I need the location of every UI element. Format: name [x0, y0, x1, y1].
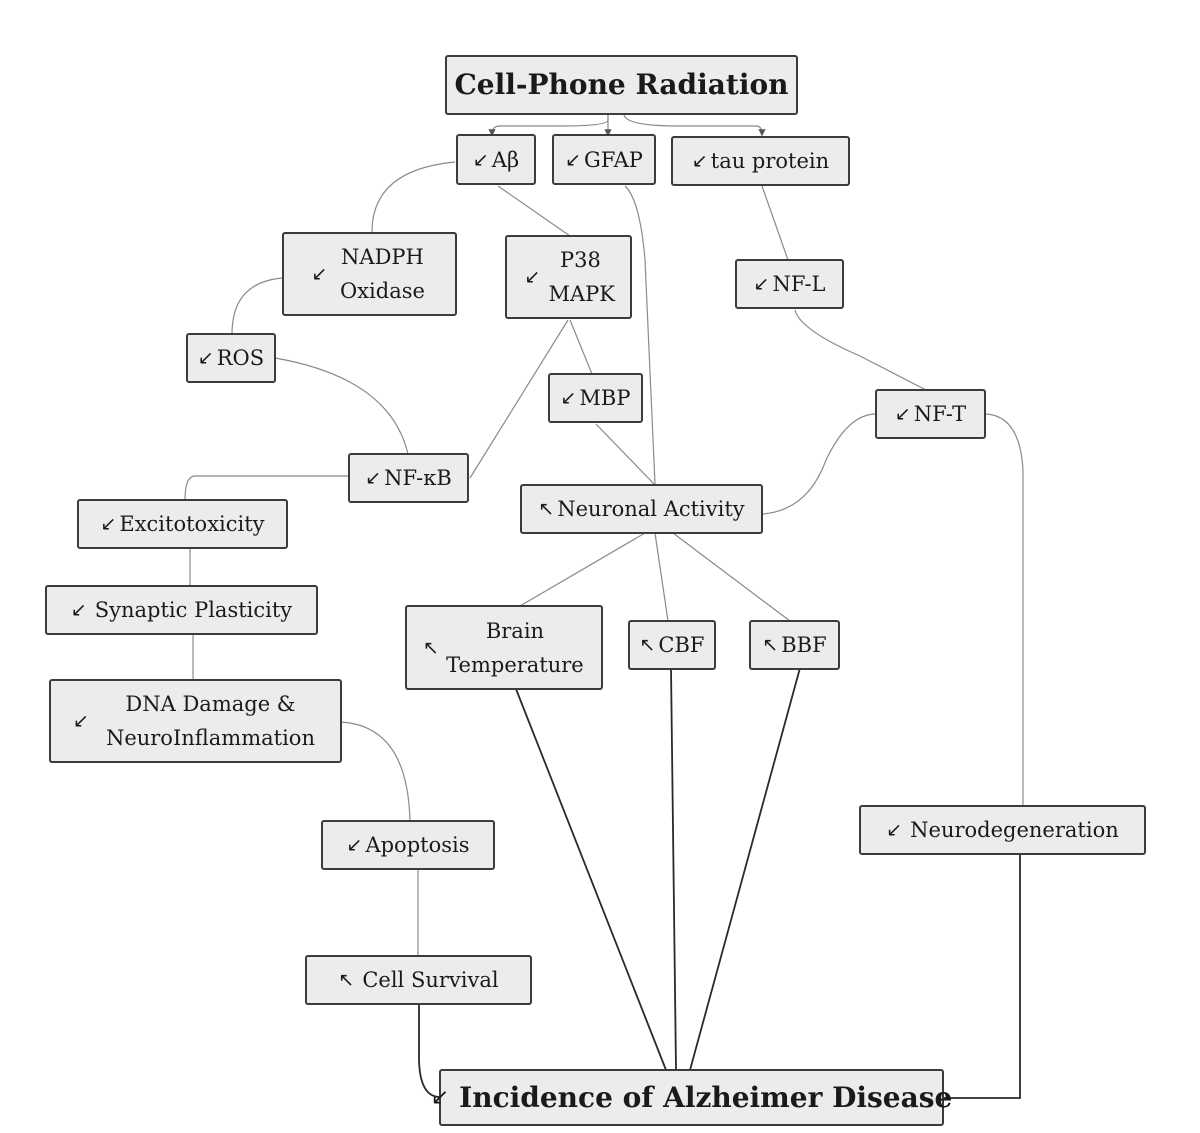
nf-kb-label: NF-κB: [384, 466, 452, 490]
decrease-arrow-icon: ↙: [70, 599, 87, 621]
decrease-arrow-icon: ↙: [472, 148, 489, 171]
apoptosis-node: ↙ Apoptosis: [321, 820, 495, 870]
p38-mapk-node: ↙ P38 MAPK: [505, 235, 632, 319]
nf-t-node: ↙ NF-T: [875, 389, 986, 439]
increase-arrow-icon: ↖: [639, 634, 656, 656]
dna-damage-label: DNA Damage & NeuroInflammation: [105, 692, 315, 750]
decrease-arrow-icon: ↙: [197, 347, 214, 369]
edge-abeta-nadph: [371, 161, 456, 233]
edge-gfap-neuronal: [624, 185, 656, 485]
decrease-arrow-icon: ↙: [346, 834, 363, 856]
neuronal-activity-label: Neuronal Activity: [557, 497, 745, 521]
abeta-node: ↙ Aβ: [456, 134, 536, 185]
edge-ros-nfkb: [274, 357, 409, 455]
decrease-arrow-icon: ↙: [311, 263, 328, 285]
cbf-label: CBF: [658, 633, 705, 657]
brain-temperature-node: ↖ Brain Temperature: [405, 605, 603, 690]
excitotoxicity-node: ↙ Excitotoxicity: [77, 499, 288, 549]
mbp-label: MBP: [579, 386, 631, 410]
increase-arrow-icon: ↖: [423, 636, 439, 659]
bbf-label: BBF: [781, 633, 827, 657]
nf-l-node: ↙ NF-L: [735, 259, 844, 309]
increase-arrow-icon: ↖: [538, 498, 555, 520]
edge-p38-mbp: [569, 319, 593, 375]
alzheimer-incidence-label: Incidence of Alzheimer Disease: [459, 1080, 953, 1114]
cell-survival-node: ↖ Cell Survival: [305, 955, 532, 1005]
tau-protein-node: ↙ tau protein: [671, 136, 850, 186]
gfap-label: GFAP: [584, 147, 643, 172]
edge-neuronal-cbf: [654, 532, 669, 622]
edge-nft-neuronal: [762, 413, 877, 515]
nadph-oxidase-label: NADPH Oxidase: [339, 245, 425, 303]
decrease-arrow-icon: ↙: [886, 819, 903, 841]
decrease-arrow-icon: ↙: [73, 710, 89, 732]
edge-survival-alzheimer: [418, 1004, 441, 1098]
edge-p38-nfkb: [469, 319, 569, 479]
edge-cbf-alzheimer: [670, 667, 677, 1071]
apoptosis-label: Apoptosis: [365, 833, 470, 857]
edge-tau-nfl: [761, 185, 789, 261]
cbf-node: ↖ CBF: [628, 620, 716, 670]
decrease-arrow-icon: ↙: [691, 150, 708, 172]
nf-t-label: NF-T: [913, 402, 967, 426]
gfap-node: ↙ GFAP: [552, 134, 656, 185]
edge-dna-apoptosis: [340, 721, 411, 823]
edge-bbf-alzheimer: [689, 667, 801, 1071]
nf-l-label: NF-L: [772, 272, 826, 296]
nf-kb-node: ↙ NF-κB: [348, 453, 469, 503]
edge-radiation-tau: [623, 113, 766, 137]
decrease-arrow-icon: ↙: [365, 467, 382, 489]
edge-mbp-neuronal: [595, 423, 655, 485]
decrease-arrow-icon: ↙: [100, 513, 117, 535]
decrease-arrow-icon: ↙: [753, 273, 770, 295]
ros-node: ↙ ROS: [186, 333, 276, 383]
p38-mapk-label: P38 MAPK: [548, 248, 615, 306]
edge-abeta-p38: [497, 185, 571, 237]
cell-phone-radiation-label: Cell-Phone Radiation: [454, 68, 789, 101]
edge-nadph-ros: [231, 277, 284, 335]
decrease-arrow-icon: ↙: [894, 403, 911, 425]
edge-radiation-abeta: [488, 114, 609, 137]
mbp-node: ↙ MBP: [548, 373, 643, 423]
edge-brain-alzheimer: [515, 688, 667, 1071]
excitotoxicity-label: Excitotoxicity: [119, 512, 265, 536]
increase-arrow-icon: ↖: [338, 969, 355, 991]
dna-damage-node: ↙ DNA Damage & NeuroInflammation: [49, 679, 342, 763]
abeta-label: Aβ: [491, 147, 520, 172]
bbf-node: ↖ BBF: [749, 620, 840, 670]
edge-neurodegeneration-alzheimer: [944, 854, 1021, 1099]
tau-protein-label: tau protein: [710, 149, 830, 173]
neuronal-activity-node: ↖ Neuronal Activity: [520, 484, 763, 534]
increase-arrow-icon: ↖: [762, 634, 779, 656]
edge-nft-neurodegeneration: [985, 413, 1024, 806]
synaptic-plasticity-label: Synaptic Plasticity: [94, 598, 293, 622]
nadph-oxidase-node: ↙ NADPH Oxidase: [282, 232, 457, 316]
decrease-arrow-icon: ↙: [560, 387, 577, 409]
neurodegeneration-label: Neurodegeneration: [910, 818, 1119, 842]
decrease-arrow-icon: ↙: [565, 148, 582, 171]
decrease-arrow-icon: ↙: [524, 266, 541, 288]
neurodegeneration-node: ↙ Neurodegeneration: [859, 805, 1146, 855]
edge-neuronal-brain: [519, 532, 646, 607]
decrease-arrow-icon: ↙: [430, 1084, 450, 1110]
brain-temperature-label: Brain Temperature: [446, 618, 584, 677]
ros-label: ROS: [216, 346, 265, 370]
edge-nfl-nft: [794, 309, 927, 391]
alzheimer-incidence-node: ↙ Incidence of Alzheimer Disease: [431, 1069, 952, 1126]
cell-survival-label: Cell Survival: [362, 968, 499, 992]
cell-phone-radiation-node: Cell-Phone Radiation: [445, 55, 798, 115]
synaptic-plasticity-node: ↙ Synaptic Plasticity: [45, 585, 318, 635]
edge-nfkb-excitotoxicity: [184, 475, 349, 501]
edge-neuronal-bbf: [672, 532, 791, 622]
